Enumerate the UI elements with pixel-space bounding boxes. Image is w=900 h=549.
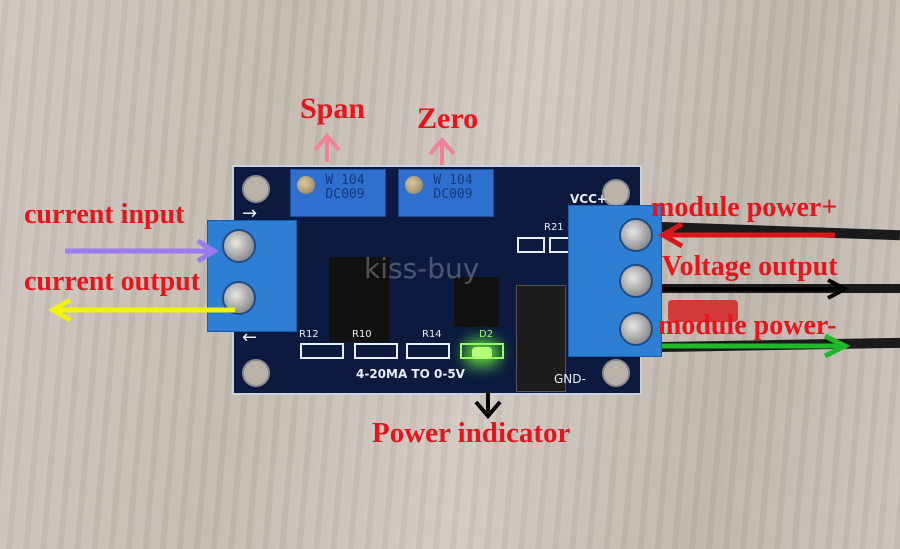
- r12-resistor: [300, 343, 344, 359]
- diode-component: [516, 285, 566, 392]
- module-power-minus-label: module power-: [658, 310, 837, 341]
- span-up-arrow-icon: [313, 132, 341, 162]
- r10-label: R10: [352, 329, 372, 340]
- r14-label: R14: [422, 329, 442, 340]
- screw-terminal-output[interactable]: [222, 281, 256, 315]
- power-minus-arrow-icon: [662, 333, 851, 359]
- pot-marking: W 104: [433, 173, 473, 188]
- ic-chip: [454, 277, 499, 327]
- current-input-label: current input: [24, 199, 185, 230]
- screw-terminal-vout[interactable]: [619, 264, 653, 298]
- power-led: [472, 347, 492, 359]
- current-output-label: current output: [24, 266, 201, 297]
- watermark: kiss-buy: [364, 252, 480, 285]
- ic-chip: [329, 257, 389, 342]
- pot-screw-icon: [405, 176, 423, 194]
- r21-label: R21: [544, 222, 564, 233]
- screw-terminal-input[interactable]: [222, 229, 256, 263]
- power-indicator-label: Power indicator: [372, 417, 571, 449]
- span-label: Span: [300, 92, 366, 125]
- r14-resistor: [406, 343, 450, 359]
- current-output-arrow-icon: [48, 297, 235, 323]
- mount-hole: [242, 359, 270, 387]
- model-label: 4-20MA TO 0-5V: [356, 367, 465, 381]
- vcc-label: VCC+: [570, 192, 607, 206]
- pot-marking: DC009: [325, 187, 365, 202]
- zero-up-arrow-icon: [428, 136, 456, 165]
- r21-pad: [517, 237, 545, 253]
- power-terminal-block: [568, 205, 662, 357]
- pot-marking: W 104: [325, 173, 365, 188]
- mount-hole: [602, 359, 630, 387]
- span-potentiometer[interactable]: W 104 DC009: [290, 169, 386, 217]
- voltage-output-label: Voltage output: [662, 251, 838, 282]
- power-indicator-arrow-icon: [474, 392, 502, 420]
- pcb-board: W 104 DC009 W 104 DC009 → ← R21 VCC+ GND…: [232, 165, 642, 395]
- wire-tip-red: [668, 300, 738, 322]
- zero-potentiometer[interactable]: W 104 DC009: [398, 169, 494, 217]
- input-arrow-silk: →: [242, 203, 258, 224]
- mount-hole: [242, 175, 270, 203]
- current-input-arrow-icon: [65, 238, 219, 264]
- output-arrow-silk: ←: [242, 327, 258, 348]
- module-power-plus-label: module power+: [651, 192, 838, 223]
- screw-terminal-vcc[interactable]: [619, 218, 653, 252]
- pot-screw-icon: [297, 176, 315, 194]
- zero-label: Zero: [417, 102, 479, 135]
- screw-terminal-gnd[interactable]: [619, 312, 653, 346]
- r10-resistor: [354, 343, 398, 359]
- voltage-output-arrow-icon: [662, 278, 850, 300]
- pot-marking: DC009: [433, 187, 473, 202]
- gnd-label: GND-: [554, 372, 586, 386]
- input-terminal-block: [207, 220, 297, 332]
- power-plus-arrow-icon: [658, 221, 835, 249]
- d2-label: D2: [479, 329, 494, 340]
- r12-label: R12: [299, 329, 319, 340]
